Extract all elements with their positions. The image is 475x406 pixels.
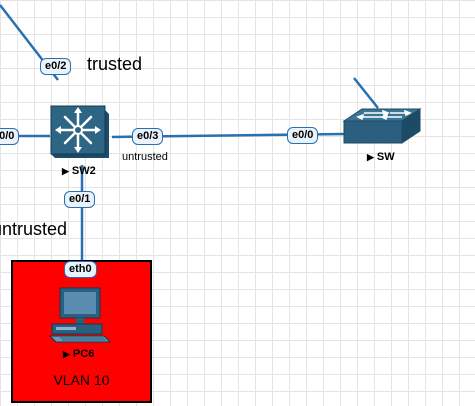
vlan-label: VLAN 10 xyxy=(53,372,110,388)
link-sw-up xyxy=(353,77,379,109)
play-arrow-icon: ▶ xyxy=(63,349,70,359)
port-sw-e0-0[interactable]: e0/0 xyxy=(287,127,319,144)
port-sw2-e0-0[interactable]: e0/0 xyxy=(0,128,20,145)
desktop-pc-icon[interactable] xyxy=(48,286,112,344)
switch-icon[interactable] xyxy=(342,107,422,147)
node-label-sw2[interactable]: ▶SW2 xyxy=(62,165,96,177)
link-label-trusted: trusted xyxy=(87,54,143,74)
play-arrow-icon: ▶ xyxy=(367,152,374,162)
node-label-pc6[interactable]: ▶PC6 xyxy=(63,348,94,360)
multilayer-switch-icon[interactable] xyxy=(47,100,113,160)
port-sw2-e0-1[interactable]: e0/1 xyxy=(64,191,96,208)
node-name-sw2: SW2 xyxy=(71,165,96,177)
link-label-untrusted-bottom: untrusted xyxy=(0,219,68,239)
node-label-sw[interactable]: ▶SW xyxy=(367,151,395,163)
port-pc6-eth0[interactable]: eth0 xyxy=(64,261,97,278)
port-sw2-e0-3[interactable]: e0/3 xyxy=(132,128,164,145)
play-arrow-icon: ▶ xyxy=(62,166,69,176)
node-name-pc6: PC6 xyxy=(72,348,95,360)
port-sw2-e0-2[interactable]: e0/2 xyxy=(40,58,72,75)
node-name-sw: SW xyxy=(376,151,395,163)
link-label-untrusted-right: untrusted xyxy=(122,151,168,163)
